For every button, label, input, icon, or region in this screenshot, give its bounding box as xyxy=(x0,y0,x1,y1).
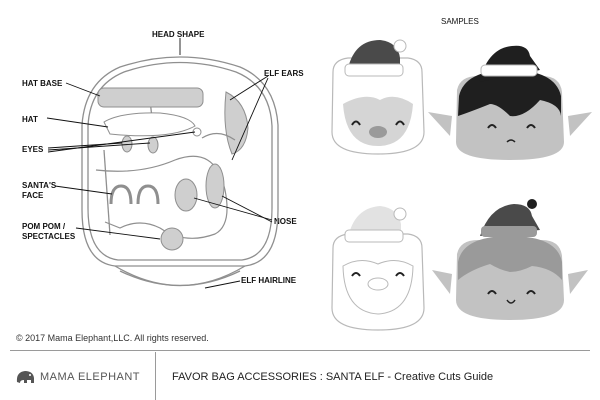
label-head-shape: HEAD SHAPE xyxy=(152,30,205,39)
elf-hairline-outline xyxy=(114,265,246,287)
eye-piece-2 xyxy=(147,136,159,154)
label-elf-hairline: ELF HAIRLINE xyxy=(241,276,297,285)
pom-pom-piece xyxy=(160,227,184,251)
footer-vertical-divider xyxy=(155,352,156,400)
die-diagram xyxy=(46,38,592,331)
hat-piece xyxy=(103,112,196,137)
copyright-text: © 2017 Mama Elephant,LLC. All rights res… xyxy=(16,333,209,343)
label-hat: HAT xyxy=(22,115,38,124)
label-santas-face-line1: SANTA'S xyxy=(22,181,57,190)
label-samples: SAMPLES xyxy=(441,17,479,26)
sample-elf-light xyxy=(432,199,588,320)
label-hat-base: HAT BASE xyxy=(22,79,63,88)
santa-face-arc-1 xyxy=(109,184,133,205)
elf-ear-piece xyxy=(224,91,249,155)
label-eyes: EYES xyxy=(22,145,44,154)
brand-name: MAMA ELEPHANT xyxy=(40,371,141,383)
brand-logo: MAMA ELEPHANT xyxy=(14,358,154,394)
elephant-icon xyxy=(16,371,34,383)
label-elf-ears: ELF EARS xyxy=(264,69,304,78)
sample-santa-top xyxy=(331,39,425,155)
nose-piece-1 xyxy=(174,178,198,212)
sample-elf-dark xyxy=(428,45,592,160)
head-shape-outline xyxy=(81,56,279,267)
footer-divider xyxy=(10,350,590,351)
footer-title: FAVOR BAG ACCESSORIES : SANTA ELF - Crea… xyxy=(172,371,493,383)
label-santas-face-line2: FACE xyxy=(22,191,44,200)
footer-title-main: FAVOR BAG ACCESSORIES : SANTA ELF xyxy=(172,371,385,383)
sample-santa-bottom xyxy=(331,206,425,331)
hat-base-piece xyxy=(97,87,204,108)
label-pom-pom-line2: SPECTACLES xyxy=(22,232,76,241)
label-pom-pom-line1: POM POM / xyxy=(22,222,66,231)
label-nose: NOSE xyxy=(274,217,297,226)
footer-title-sub: - Creative Cuts Guide xyxy=(384,371,494,383)
nose-piece-2 xyxy=(205,163,225,209)
santa-face-piece xyxy=(95,155,228,239)
santa-face-arc-2 xyxy=(136,184,160,205)
